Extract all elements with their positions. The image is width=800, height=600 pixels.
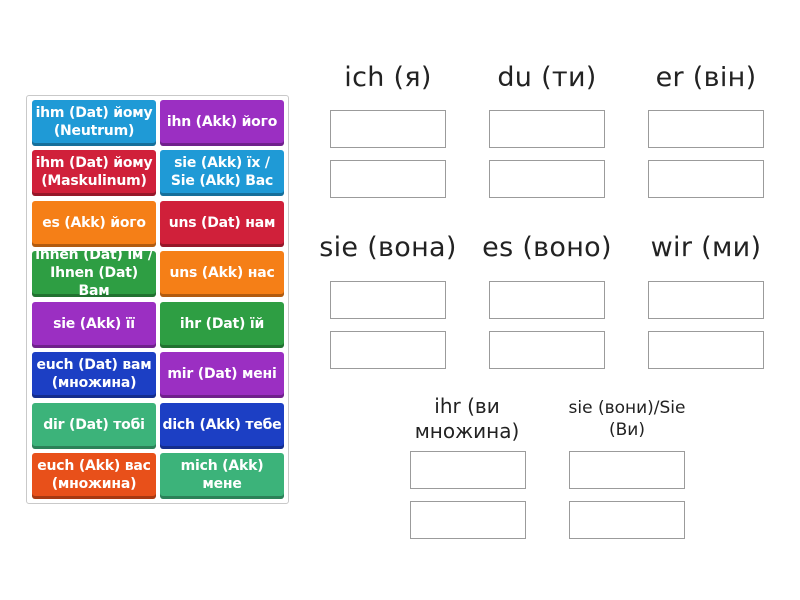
tile-es-akk[interactable]: es (Akk) його	[32, 201, 156, 247]
tile-mir-dat[interactable]: mir (Dat) мені	[160, 352, 284, 398]
tile-ihr-dat[interactable]: ihr (Dat) їй	[160, 302, 284, 348]
drop-slot-du-1[interactable]	[489, 110, 605, 148]
tile-dir-dat[interactable]: dir (Dat) тобі	[32, 403, 156, 449]
tile-uns-dat[interactable]: uns (Dat) нам	[160, 201, 284, 247]
group-heading-er: er (він)	[655, 62, 757, 93]
tile-sie-akk-plural[interactable]: sie (Akk) їх / Sie (Akk) Вас	[160, 150, 284, 196]
drop-slot-sie-plural-1[interactable]	[569, 451, 685, 489]
drop-slot-wir-1[interactable]	[648, 281, 764, 319]
drop-slot-sie-plural-2[interactable]	[569, 501, 685, 539]
group-heading-wir: wir (ми)	[650, 232, 762, 263]
tile-euch-akk[interactable]: euch (Akk) вас (множина)	[32, 453, 156, 499]
drop-slot-er-2[interactable]	[648, 160, 764, 198]
drop-slot-ihr-2[interactable]	[410, 501, 526, 539]
tile-mich-akk[interactable]: mich (Akk) мене	[160, 453, 284, 499]
drop-slot-sie-2[interactable]	[330, 331, 446, 369]
group-heading-du: du (ти)	[497, 62, 597, 93]
group-heading-ihr: ihr (ви множина)	[414, 394, 520, 443]
drop-slot-wir-2[interactable]	[648, 331, 764, 369]
drop-slot-ich-2[interactable]	[330, 160, 446, 198]
group-heading-sie-plural: sie (вони)/Sie (Ви)	[568, 398, 686, 440]
drop-slot-ich-1[interactable]	[330, 110, 446, 148]
group-heading-ich: ich (я)	[344, 62, 432, 93]
tile-dich-akk[interactable]: dich (Akk) тебе	[160, 403, 284, 449]
tile-sie-akk[interactable]: sie (Akk) її	[32, 302, 156, 348]
tile-ihnen-dat[interactable]: ihnen (Dat) їм / Ihnen (Dat) Вам	[32, 247, 156, 299]
drop-slot-es-1[interactable]	[489, 281, 605, 319]
drop-slot-ihr-1[interactable]	[410, 451, 526, 489]
tile-ihm-dat-maskulinum[interactable]: ihm (Dat) йому (Maskulinum)	[32, 150, 156, 196]
drop-slot-du-2[interactable]	[489, 160, 605, 198]
drop-slot-es-2[interactable]	[489, 331, 605, 369]
tile-ihm-dat-neutrum[interactable]: ihm (Dat) йому (Neutrum)	[32, 100, 156, 146]
drop-slot-sie-1[interactable]	[330, 281, 446, 319]
tile-ihn-akk[interactable]: ihn (Akk) його	[160, 100, 284, 146]
drop-slot-er-1[interactable]	[648, 110, 764, 148]
tile-euch-dat[interactable]: euch (Dat) вам (множина)	[32, 352, 156, 398]
group-heading-es: es (воно)	[482, 232, 612, 263]
tile-bank: ihm (Dat) йому (Neutrum) ihn (Akk) його …	[26, 95, 289, 504]
tile-uns-akk[interactable]: uns (Akk) нас	[160, 251, 284, 297]
group-heading-sie: sie (вона)	[319, 232, 457, 263]
